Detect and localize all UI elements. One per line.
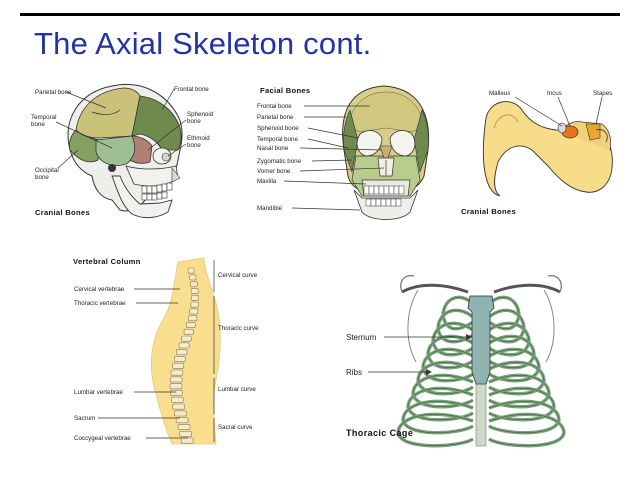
label-sacral-curve: Sacral curve bbox=[218, 424, 253, 431]
label-cervical-vertebrae: Cervical vertebrae bbox=[74, 286, 125, 293]
facial-label-2: Sphenoid bone bbox=[257, 125, 299, 132]
vertebra bbox=[171, 396, 184, 403]
vertebra bbox=[190, 301, 200, 308]
frontal-skull-figure bbox=[342, 85, 430, 220]
label-sacrum: Sacrum bbox=[74, 415, 95, 422]
label-occipital-line1: Occipital bbox=[35, 167, 59, 174]
vertebra bbox=[172, 403, 185, 410]
label-occipital-line2: bone bbox=[35, 174, 49, 181]
label-ethmoid-line2: bone bbox=[187, 142, 201, 149]
thoracic-cage-figure bbox=[396, 275, 566, 448]
label-lumbar-curve: Lumbar curve bbox=[218, 386, 256, 393]
vertebra bbox=[181, 335, 192, 342]
label-coccygeal-vertebrae: Coccygeal vertebrae bbox=[74, 435, 131, 442]
ear-ossicles-figure bbox=[482, 101, 613, 197]
vertebra bbox=[187, 267, 195, 274]
vertebra bbox=[170, 369, 184, 376]
vertebra bbox=[174, 410, 187, 417]
vertebra bbox=[176, 349, 188, 356]
vertebra bbox=[170, 390, 183, 396]
vertebral-column-figure bbox=[150, 257, 221, 445]
vertebra bbox=[190, 281, 198, 288]
vertebra bbox=[186, 322, 196, 328]
facial-label-mandible: Mandible bbox=[257, 205, 283, 212]
vertebra bbox=[172, 362, 185, 369]
label-lumbar-vertebrae: Lumbar vertebrae bbox=[74, 389, 123, 396]
vertebra bbox=[180, 437, 194, 444]
heading-vertebral-column: Vertebral Column bbox=[73, 257, 141, 266]
label-thoracic-vertebrae: Thoracic vertebrae bbox=[74, 300, 126, 307]
vertebra bbox=[175, 417, 189, 424]
vertebra bbox=[183, 328, 194, 335]
rib-outline bbox=[488, 388, 555, 420]
vertebra bbox=[187, 315, 198, 322]
rib-set bbox=[396, 295, 566, 448]
vertebra bbox=[177, 424, 191, 430]
caption-cranial-bones-left: Cranial Bones bbox=[35, 208, 90, 217]
label-parietal-bone: Parietal bone bbox=[35, 89, 72, 96]
lateral-skull-figure bbox=[67, 84, 183, 219]
label-stapes: Stapes bbox=[593, 90, 612, 97]
vertebra bbox=[178, 342, 190, 349]
label-ribs: Ribs bbox=[346, 368, 362, 377]
vertebra bbox=[189, 274, 197, 281]
heading-facial-bones: Facial Bones bbox=[260, 86, 310, 95]
rib-outline bbox=[488, 401, 560, 433]
top-rule bbox=[20, 13, 620, 16]
vertebra bbox=[179, 430, 192, 437]
vertebra bbox=[189, 308, 199, 315]
caption-cranial-bones-right: Cranial Bones bbox=[461, 207, 516, 216]
facial-label-4: Nasal bone bbox=[257, 145, 289, 152]
label-thoracic-curve: Thoracic curve bbox=[218, 325, 259, 332]
facial-label-3: Temporal bone bbox=[257, 136, 298, 143]
vertebra bbox=[169, 383, 183, 390]
label-malleus: Malleus bbox=[489, 90, 510, 97]
label-sphenoid-line2: bone bbox=[187, 118, 201, 125]
vertebra bbox=[169, 376, 183, 383]
facial-label-5: Zygomatic bone bbox=[257, 158, 302, 165]
rib-outline bbox=[488, 414, 565, 446]
label-sphenoid-line1: Sphenoid bbox=[187, 111, 214, 118]
facial-label-6: Vomer bone bbox=[257, 168, 291, 175]
slide-title: The Axial Skeleton cont. bbox=[34, 26, 372, 61]
vertebra bbox=[190, 288, 199, 294]
facial-label-0: Frontal bone bbox=[257, 103, 292, 110]
vertebra bbox=[174, 356, 186, 362]
facial-label-7: Maxilla bbox=[257, 178, 277, 185]
rib-outline bbox=[397, 414, 474, 446]
vertebra bbox=[190, 294, 199, 301]
label-cervical-curve: Cervical curve bbox=[218, 272, 258, 279]
rib-outline bbox=[407, 388, 474, 420]
label-temporal-bone-line2: bone bbox=[31, 121, 45, 128]
facial-label-1: Parietal bone bbox=[257, 114, 294, 121]
label-incus: Incus bbox=[547, 90, 562, 97]
rib-outline bbox=[402, 401, 474, 433]
label-frontal-bone: Frontal bone bbox=[174, 86, 209, 93]
caption-thoracic-cage: Thoracic Cage bbox=[346, 428, 413, 438]
spine-vertebrae bbox=[169, 267, 200, 444]
label-ethmoid-line1: Ethmoid bbox=[187, 135, 210, 142]
label-sternum: Sternum bbox=[346, 333, 377, 342]
label-temporal-bone-line1: Temporal bbox=[31, 114, 56, 121]
